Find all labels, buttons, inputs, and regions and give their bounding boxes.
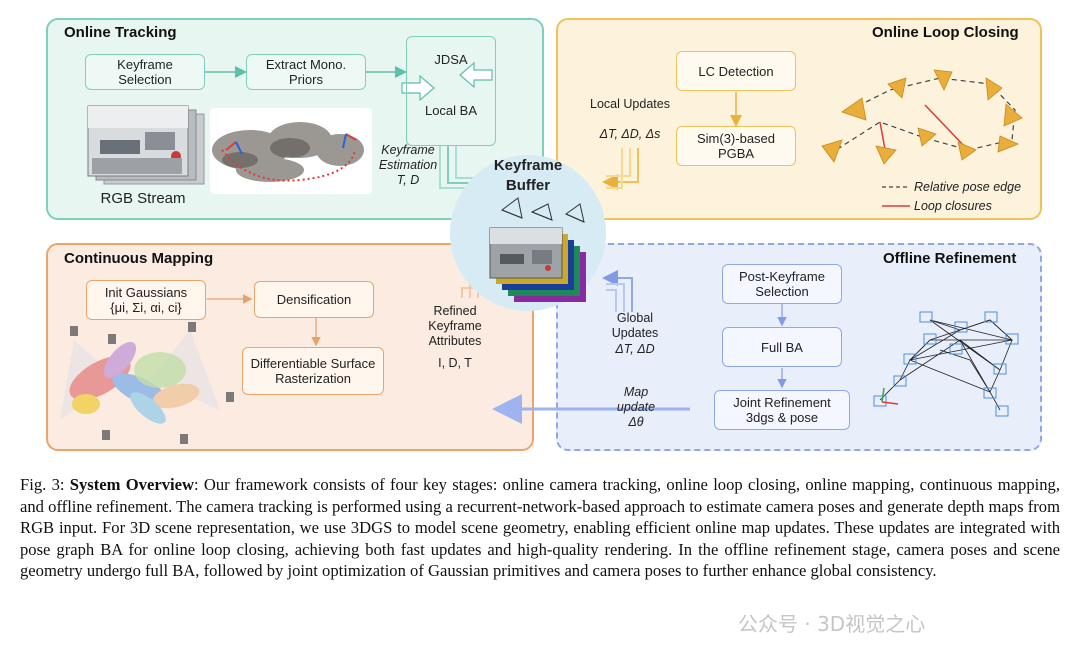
- lc-detection-box: LC Detection: [676, 51, 796, 91]
- watermark: 公众号 · 3D视觉之心: [738, 612, 926, 636]
- arrow-offline-to-buffer-1: [602, 270, 633, 312]
- cycle-arrow-right: [459, 61, 493, 89]
- init-gaussians-params: {μi, Σi, αi, ci}: [110, 300, 182, 315]
- refinement-pose-graph: [879, 319, 1014, 411]
- point-cloud: [212, 122, 364, 182]
- rgb-stream-label: RGB Stream: [100, 190, 186, 207]
- figure-caption: Fig. 3: System Overview: Our framework c…: [20, 474, 1060, 582]
- refined-attributes-label: Refined Keyframe Attributes: [428, 304, 482, 348]
- caption-text: : Our framework consists of four key sta…: [20, 475, 1060, 581]
- online-loop-closing-title: Online Loop Closing: [872, 24, 1019, 41]
- online-tracking-title: Online Tracking: [64, 24, 177, 41]
- full-ba-box: Full BA: [722, 327, 842, 367]
- post-keyframe-selection-box: Post-Keyframe Selection: [722, 264, 842, 304]
- keyframe-buffer-title-line2: Buffer: [505, 177, 551, 194]
- arrow-loop-to-buffer-1: [602, 148, 639, 190]
- diagram-graphics: [60, 61, 1023, 444]
- init-gaussians-box: Init Gaussians {μi, Σi, αi, ci}: [86, 280, 206, 320]
- global-updates-label: Global Updates: [611, 311, 659, 340]
- local-updates-vars: ΔT, ΔD, Δs: [599, 127, 661, 141]
- keyframe-buffer-title-line1: Keyframe: [493, 157, 563, 174]
- refinement-cameras: [873, 311, 1019, 417]
- gaussian-splats: [60, 322, 234, 444]
- keyframe-selection-box: Keyframe Selection: [85, 54, 205, 90]
- keyframe-estimation-label: Keyframe Estimation: [378, 143, 438, 172]
- buffer-image-stack: [489, 227, 586, 302]
- keyframe-estimation-vars: T, D: [396, 173, 420, 187]
- joint-refinement-box: Joint Refinement 3dgs & pose: [714, 390, 850, 430]
- legend-loop-closures: Loop closures: [914, 199, 992, 213]
- pgba-box: Sim(3)-based PGBA: [676, 126, 796, 166]
- map-update-label: Map update: [616, 385, 656, 414]
- map-update-var: Δθ: [628, 415, 644, 429]
- local-updates-label: Local Updates: [590, 97, 670, 111]
- caption-bold: System Overview: [69, 475, 194, 494]
- rasterization-box: Differentiable Surface Rasterization: [242, 347, 384, 395]
- online-loop-closing-panel: [556, 18, 1042, 220]
- init-gaussians-label: Init Gaussians: [104, 285, 188, 300]
- legend-relative-pose-edge: Relative pose edge: [914, 180, 1022, 194]
- jdsa-label: JDSA: [434, 52, 468, 67]
- pose-graph: [821, 69, 1023, 207]
- densification-box: Densification: [254, 281, 374, 318]
- buffer-camera-icons: [500, 197, 585, 223]
- keyframe-buffer-title: Keyframe Buffer: [478, 156, 578, 196]
- local-ba-label: Local BA: [424, 103, 478, 118]
- extract-priors-box: Extract Mono. Priors: [246, 54, 366, 90]
- continuous-mapping-title: Continuous Mapping: [64, 250, 214, 267]
- jdsa-localba-box: [406, 36, 496, 146]
- caption-prefix: Fig. 3:: [20, 475, 70, 494]
- global-updates-vars: ΔT, ΔD: [615, 342, 655, 356]
- refined-attributes-vars: I, D, T: [438, 356, 472, 370]
- offline-refinement-title: Offline Refinement: [883, 250, 1017, 267]
- cycle-arrow-left: [401, 74, 435, 102]
